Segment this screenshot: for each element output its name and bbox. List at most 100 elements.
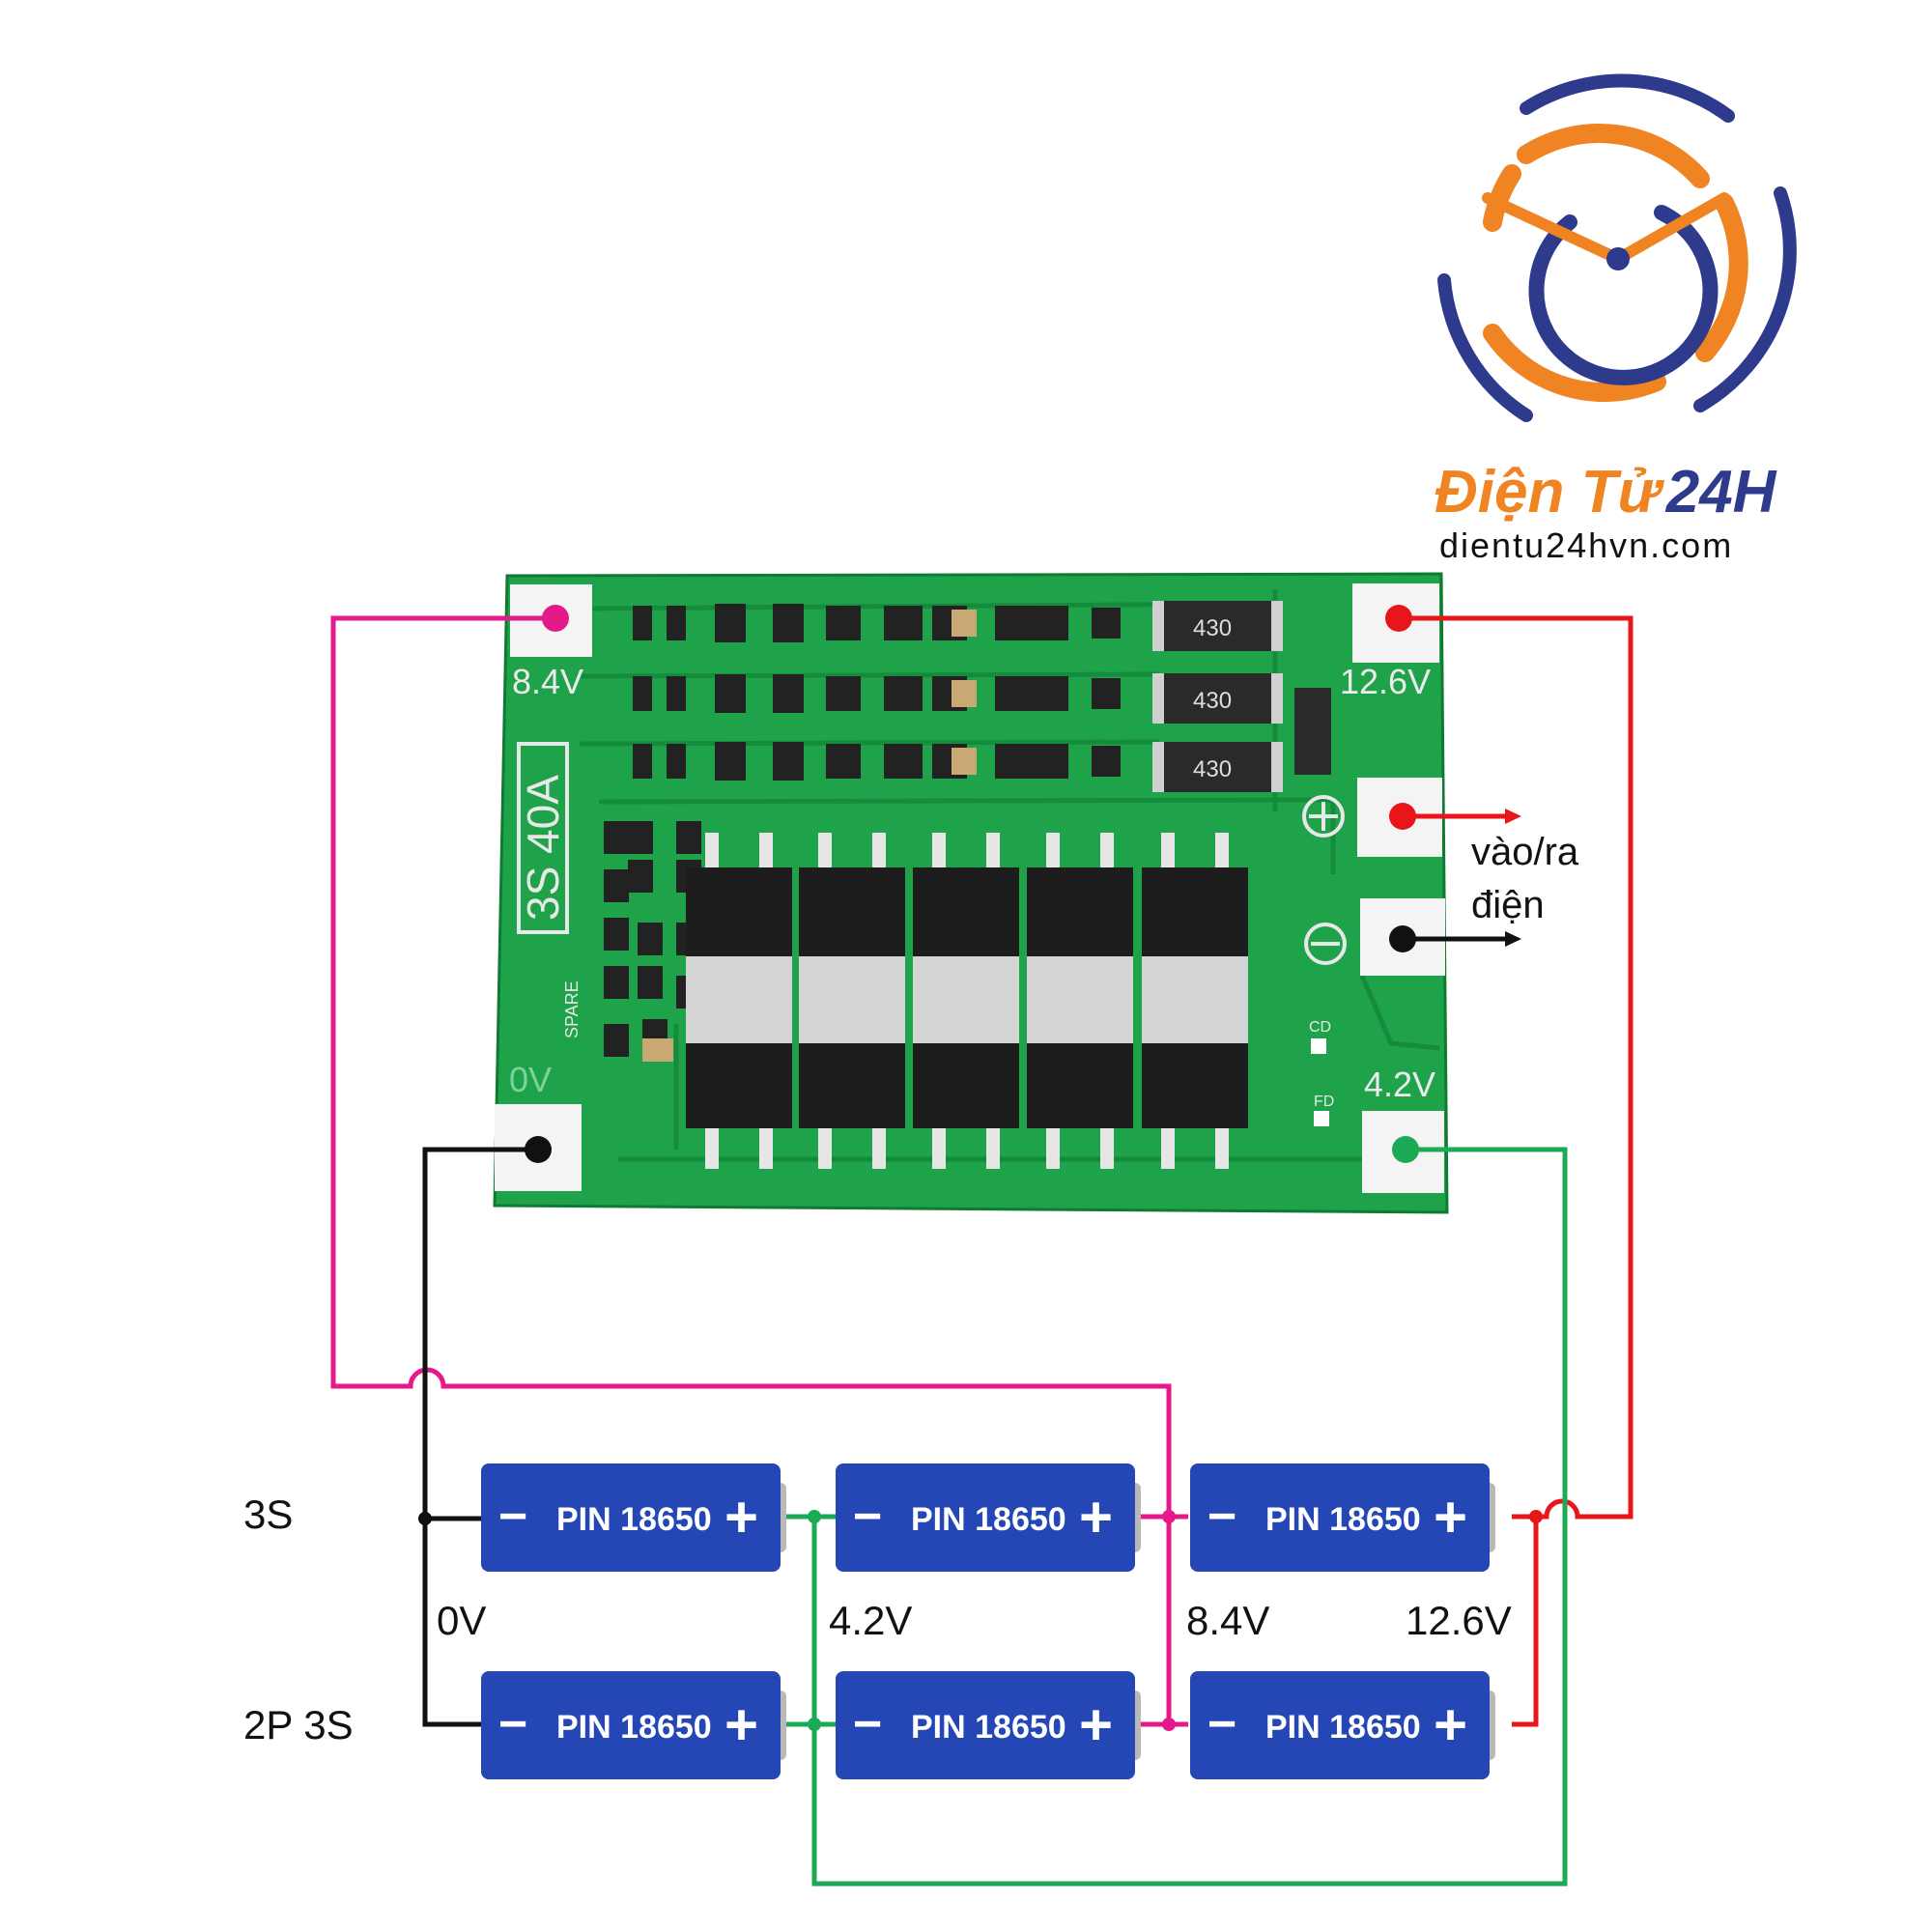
mosfet-lead [705,1128,719,1169]
junction-dot [1529,1510,1543,1523]
pad-dot-8v4 [542,605,569,632]
mosfet-tab [913,1014,1019,1043]
pad-label-4v2: 4.2V [1364,1065,1435,1104]
mosfet-body [913,867,1019,956]
shunt-resistors: 430 430 430 [1152,601,1283,792]
mosfets [686,833,1248,1169]
smd-components [604,604,1329,1126]
brand-name: Điện Tử24H [1435,459,1777,526]
mosfet-lead [1215,833,1229,871]
mosfet-lead [932,1128,946,1169]
battery-body [836,1671,1135,1779]
smd-resistor [676,821,701,854]
fd-label: FD [1314,1094,1334,1110]
smd-resistor [633,744,652,779]
svg-text:SPARE: SPARE [562,980,582,1038]
battery-cell: −PIN 18650+ [836,1671,1141,1779]
junction-dot [1162,1718,1176,1731]
svg-text:430: 430 [1193,688,1232,714]
smd-ic [884,676,923,711]
mosfet-body [913,1043,1019,1128]
mosfet-lead [1215,1128,1229,1169]
battery-plus-sign: + [724,1692,758,1757]
voltage-label-0v: 0V [437,1598,486,1643]
smd-resistor [1034,606,1068,640]
battery-cell: −PIN 18650+ [1190,1671,1495,1779]
diode [1294,688,1331,775]
board-model-label: 3S 40A [517,742,569,934]
config-label-2p3s: 2P 3S [243,1702,354,1747]
battery-label: PIN 18650 [911,1501,1066,1538]
battery-cell: −PIN 18650+ [836,1463,1141,1572]
battery-label: PIN 18650 [1265,1501,1421,1538]
mosfet-body [1142,867,1248,956]
pad-dot-bplus [1389,803,1416,830]
smd-resistor [628,821,653,854]
smd-ic [995,676,1034,711]
battery-minus-sign: − [1208,1489,1236,1545]
pad-label-12v6: 12.6V [1340,662,1431,701]
mosfet-body [799,867,905,956]
mosfet-lead [818,1128,832,1169]
mosfet-tab [913,956,1019,1014]
mosfet-lead [1046,833,1060,871]
pad-dot-bminus [1389,925,1416,952]
battery-minus-sign: − [498,1696,527,1752]
config-label-3s: 3S [243,1492,293,1537]
arrow-right-icon [1505,931,1521,947]
mosfet-lead [1046,1128,1060,1169]
mosfet-tab [686,1014,792,1043]
mosfet-body [686,1043,792,1128]
smd-resistor [826,744,861,779]
smd-transistor [715,674,746,713]
smd-resistor [1034,676,1068,711]
mosfet-body [1027,1043,1133,1128]
smd-pad [1311,1038,1326,1054]
mosfet-tab [799,1014,905,1043]
mosfet-lead [818,833,832,871]
bms-board: 8.4V 12.6V 0V 4.2V 3S 40A SPARE CD FD [493,572,1449,1214]
mosfet-body [799,1043,905,1128]
battery-body [836,1463,1135,1572]
battery-array: −PIN 18650+−PIN 18650+−PIN 18650+−PIN 18… [481,1463,1495,1779]
wire-4v2 [811,1147,1568,1887]
junction-dot [808,1718,821,1731]
pad-dot-4v2 [1392,1136,1419,1163]
mosfet-body [1142,1043,1248,1128]
battery-plus-sign: + [1434,1692,1467,1757]
smd-transistor [715,742,746,781]
svg-text:3S 40A: 3S 40A [518,775,568,921]
smd-ic [884,606,923,640]
pad-dot-12v6 [1385,605,1412,632]
smd-resistor [633,606,652,640]
smd-resistor [633,676,652,711]
cd-label: CD [1309,1019,1331,1036]
mosfet-lead [986,833,1000,871]
mosfet-lead [872,1128,886,1169]
mosfet-lead [759,833,773,871]
battery-plus-sign: + [1079,1485,1113,1549]
battery-cell: −PIN 18650 + [481,1671,786,1779]
smd-resistor [638,923,663,955]
junction-dot [808,1510,821,1523]
smd-ic [884,744,923,779]
smd-transistor [1092,608,1121,639]
smd-capacitor [642,1038,673,1062]
mosfet-tab [1142,956,1248,1014]
spare-label: SPARE [562,980,582,1038]
smd-resistor [628,860,653,893]
voltage-label-4v2: 4.2V [829,1598,912,1643]
svg-text:430: 430 [1193,615,1232,641]
smd-resistor [826,676,861,711]
battery-label: PIN 18650 [556,1709,712,1746]
clock-logo-icon [1437,73,1797,422]
junction-dot [418,1512,432,1525]
mosfet-body [1027,867,1133,956]
mosfet-lead [1161,833,1175,871]
battery-label: PIN 18650 [911,1709,1066,1746]
mosfet-tab [799,956,905,1014]
smd-ic [995,744,1034,779]
pad-label-8v4: 8.4V [512,662,583,701]
smd-capacitor [952,610,977,637]
mosfet-tab [686,956,792,1014]
